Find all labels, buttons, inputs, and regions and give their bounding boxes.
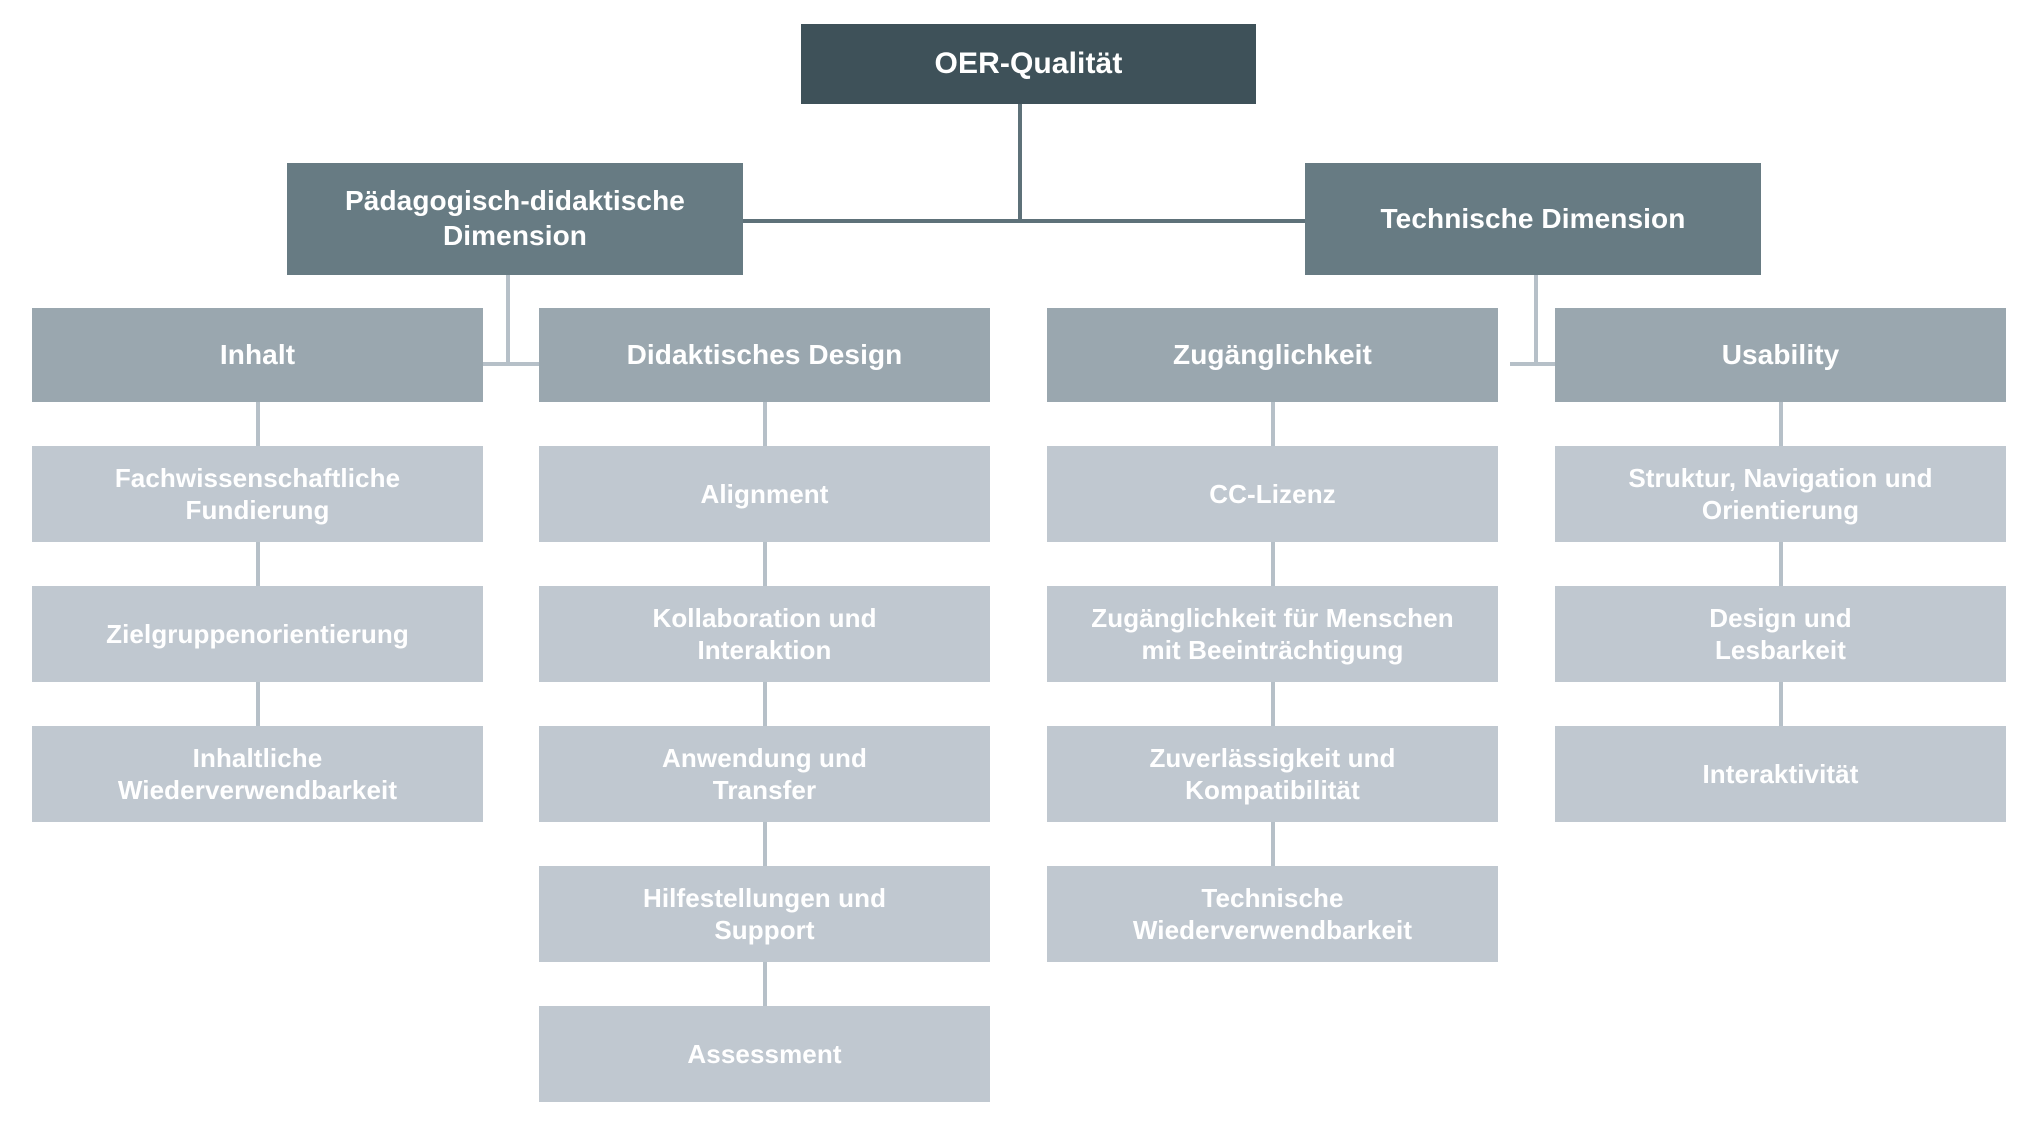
- node-category-inhalt[interactable]: Inhalt: [32, 308, 483, 402]
- node-root-label: OER-Qualität: [934, 47, 1123, 81]
- node-criterion-interaktivitaet[interactable]: Interaktivität: [1555, 726, 2006, 822]
- node-criterion-label: CC-Lizenz: [1209, 478, 1336, 509]
- node-criterion-label: Anwendung und Transfer: [662, 742, 867, 805]
- node-criterion-zielgruppenorientierung[interactable]: Zielgruppenorientierung: [32, 586, 483, 682]
- node-category-zugaenglichkeit-label: Zugänglichkeit: [1173, 338, 1372, 370]
- node-criterion-label: Inhaltliche Wiederverwendbarkeit: [117, 742, 398, 805]
- node-criterion-technische-wiederverwendbarkeit[interactable]: Technische Wiederverwendbarkeit: [1047, 866, 1498, 962]
- node-criterion-label: Hilfestellungen und Support: [642, 882, 887, 945]
- node-category-inhalt-label: Inhalt: [219, 338, 296, 370]
- node-dimension-technisch[interactable]: Technische Dimension: [1305, 163, 1761, 275]
- connector-didaktik-1: [763, 402, 767, 448]
- node-category-didaktisches-design[interactable]: Didaktisches Design: [539, 308, 990, 402]
- node-criterion-alignment[interactable]: Alignment: [539, 446, 990, 542]
- node-criterion-zugaenglichkeit-beeintraechtigung[interactable]: Zugänglichkeit für Menschen mit Beeinträ…: [1047, 586, 1498, 682]
- node-criterion-label: Design und Lesbarkeit: [1709, 602, 1852, 665]
- node-criterion-label: Technische Wiederverwendbarkeit: [1132, 882, 1413, 945]
- connector-zugaenglichkeit-3: [1271, 682, 1275, 728]
- connector-didaktik-4: [763, 822, 767, 868]
- node-criterion-anwendung-und-transfer[interactable]: Anwendung und Transfer: [539, 726, 990, 822]
- node-criterion-inhaltliche-wiederverwendbarkeit[interactable]: Inhaltliche Wiederverwendbarkeit: [32, 726, 483, 822]
- node-criterion-struktur-navigation-orientierung[interactable]: Struktur, Navigation und Orientierung: [1555, 446, 2006, 542]
- connector-paedagogisch-stem: [506, 266, 510, 364]
- connector-zugaenglichkeit-1: [1271, 402, 1275, 448]
- connector-technisch-stem: [1534, 266, 1538, 364]
- node-dimension-paedagogisch-label: Pädagogisch-didaktische Dimension: [345, 185, 685, 251]
- node-criterion-kollaboration-und-interaktion[interactable]: Kollaboration und Interaktion: [539, 586, 990, 682]
- node-category-usability[interactable]: Usability: [1555, 308, 2006, 402]
- connector-root-stem: [1018, 104, 1022, 221]
- connector-didaktik-3: [763, 682, 767, 728]
- connector-zugaenglichkeit-2: [1271, 542, 1275, 588]
- node-criterion-label: Interaktivität: [1702, 758, 1859, 789]
- node-criterion-label: Alignment: [700, 478, 829, 509]
- node-criterion-label: Zuverlässigkeit und Kompatibilität: [1149, 742, 1396, 805]
- node-criterion-label: Assessment: [687, 1038, 842, 1069]
- connector-inhalt-2: [256, 542, 260, 588]
- connector-didaktik-2: [763, 542, 767, 588]
- connector-paedagogisch-bus: [483, 362, 541, 366]
- node-criterion-label: Struktur, Navigation und Orientierung: [1628, 462, 1933, 525]
- node-category-didaktisches-design-label: Didaktisches Design: [626, 338, 903, 370]
- connector-usability-1: [1779, 402, 1783, 448]
- connector-usability-3: [1779, 682, 1783, 728]
- node-criterion-cc-lizenz[interactable]: CC-Lizenz: [1047, 446, 1498, 542]
- connector-zugaenglichkeit-4: [1271, 822, 1275, 868]
- node-criterion-label: Kollaboration und Interaktion: [652, 602, 877, 665]
- node-criterion-label: Fachwissenschaftliche Fundierung: [114, 462, 401, 525]
- connector-didaktik-5: [763, 962, 767, 1008]
- connector-dimension-bus: [514, 219, 1524, 223]
- node-criterion-zuverlaessigkeit-und-kompatibilitaet[interactable]: Zuverlässigkeit und Kompatibilität: [1047, 726, 1498, 822]
- node-category-zugaenglichkeit[interactable]: Zugänglichkeit: [1047, 308, 1498, 402]
- node-category-usability-label: Usability: [1721, 338, 1840, 370]
- connector-inhalt-1: [256, 402, 260, 448]
- connector-technisch-bus: [1510, 362, 1568, 366]
- connector-usability-2: [1779, 542, 1783, 588]
- connector-inhalt-3: [256, 682, 260, 728]
- node-dimension-paedagogisch[interactable]: Pädagogisch-didaktische Dimension: [287, 163, 743, 275]
- node-criterion-design-und-lesbarkeit[interactable]: Design und Lesbarkeit: [1555, 586, 2006, 682]
- node-criterion-label: Zugänglichkeit für Menschen mit Beeinträ…: [1091, 602, 1454, 665]
- node-criterion-fachwissenschaftliche-fundierung[interactable]: Fachwissenschaftliche Fundierung: [32, 446, 483, 542]
- node-dimension-technisch-label: Technische Dimension: [1380, 202, 1686, 234]
- node-root-oer-qualitaet[interactable]: OER-Qualität: [801, 24, 1256, 104]
- node-criterion-hilfestellungen-und-support[interactable]: Hilfestellungen und Support: [539, 866, 990, 962]
- node-criterion-assessment[interactable]: Assessment: [539, 1006, 990, 1102]
- node-criterion-label: Zielgruppenorientierung: [106, 618, 409, 649]
